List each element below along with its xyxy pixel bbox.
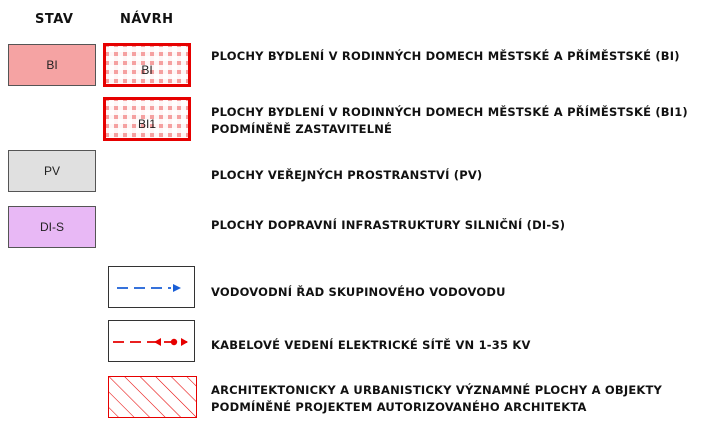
legend-label-bi1: PLOCHY BYDLENÍ V RODINNÝCH DOMECH MĚSTSK… [211,104,688,138]
legend-label-dis-line1: PLOCHY DOPRAVNÍ INFRASTRUKTURY SILNIČNÍ … [211,218,566,232]
legend-label-bi1-line1: PLOCHY BYDLENÍ V RODINNÝCH DOMECH MĚSTSK… [211,105,688,119]
header-navrh: NÁVRH [120,12,174,27]
legend-label-bi: PLOCHY BYDLENÍ V RODINNÝCH DOMECH MĚSTSK… [211,48,680,65]
header-stav: STAV [35,12,74,27]
legend-label-pv-line1: PLOCHY VEŘEJNÝCH PROSTRANSTVÍ (PV) [211,168,483,182]
navrh-bi1-swatch: BI1 [103,97,191,141]
stav-bi-swatch: BI [8,44,96,86]
hatched-area-symbol [108,376,197,418]
stav-pv-swatch: PV [8,150,96,192]
legend-label-architecture: ARCHITEKTONICKY A URBANISTICKY VÝZNAMNÉ … [211,382,662,416]
navrh-bi1-code: BI1 [137,117,156,131]
power-line-symbol [108,320,195,362]
legend-label-water-line1: VODOVODNÍ ŘAD SKUPINOVÉHO VODOVODU [211,285,506,299]
red-dashed-dot-icon [113,338,188,346]
legend-label-architecture-line2: PODMÍNĚNÉ PROJEKTEM AUTORIZOVANÉHO ARCHI… [211,400,587,414]
legend-label-architecture-line1: ARCHITEKTONICKY A URBANISTICKY VÝZNAMNÉ … [211,383,663,397]
legend-label-bi1-line2: PODMÍNĚNĚ ZASTAVITELNÉ [211,122,393,136]
stav-dis-code: DI-S [40,220,64,234]
stav-bi-code: BI [46,58,58,72]
stav-dis-swatch: DI-S [8,206,96,248]
legend-label-pv: PLOCHY VEŘEJNÝCH PROSTRANSTVÍ (PV) [211,167,482,184]
legend-label-power-line1: KABELOVÉ VEDENÍ ELEKTRICKÉ SÍTĚ VN 1-35 … [211,338,531,352]
navrh-bi-swatch: BI [103,43,191,87]
stav-pv-code: PV [43,164,60,178]
legend-label-bi-line1: PLOCHY BYDLENÍ V RODINNÝCH DOMECH MĚSTSK… [211,49,680,63]
legend-label-power: KABELOVÉ VEDENÍ ELEKTRICKÉ SÍTĚ VN 1-35 … [211,337,531,354]
navrh-bi-code: BI [141,63,153,77]
legend-label-water: VODOVODNÍ ŘAD SKUPINOVÉHO VODOVODU [211,284,506,301]
legend-label-dis: PLOCHY DOPRAVNÍ INFRASTRUKTURY SILNIČNÍ … [211,217,565,234]
water-line-symbol [108,266,195,308]
red-hatch-icon [109,377,196,417]
blue-dashed-arrow-icon [117,284,181,292]
